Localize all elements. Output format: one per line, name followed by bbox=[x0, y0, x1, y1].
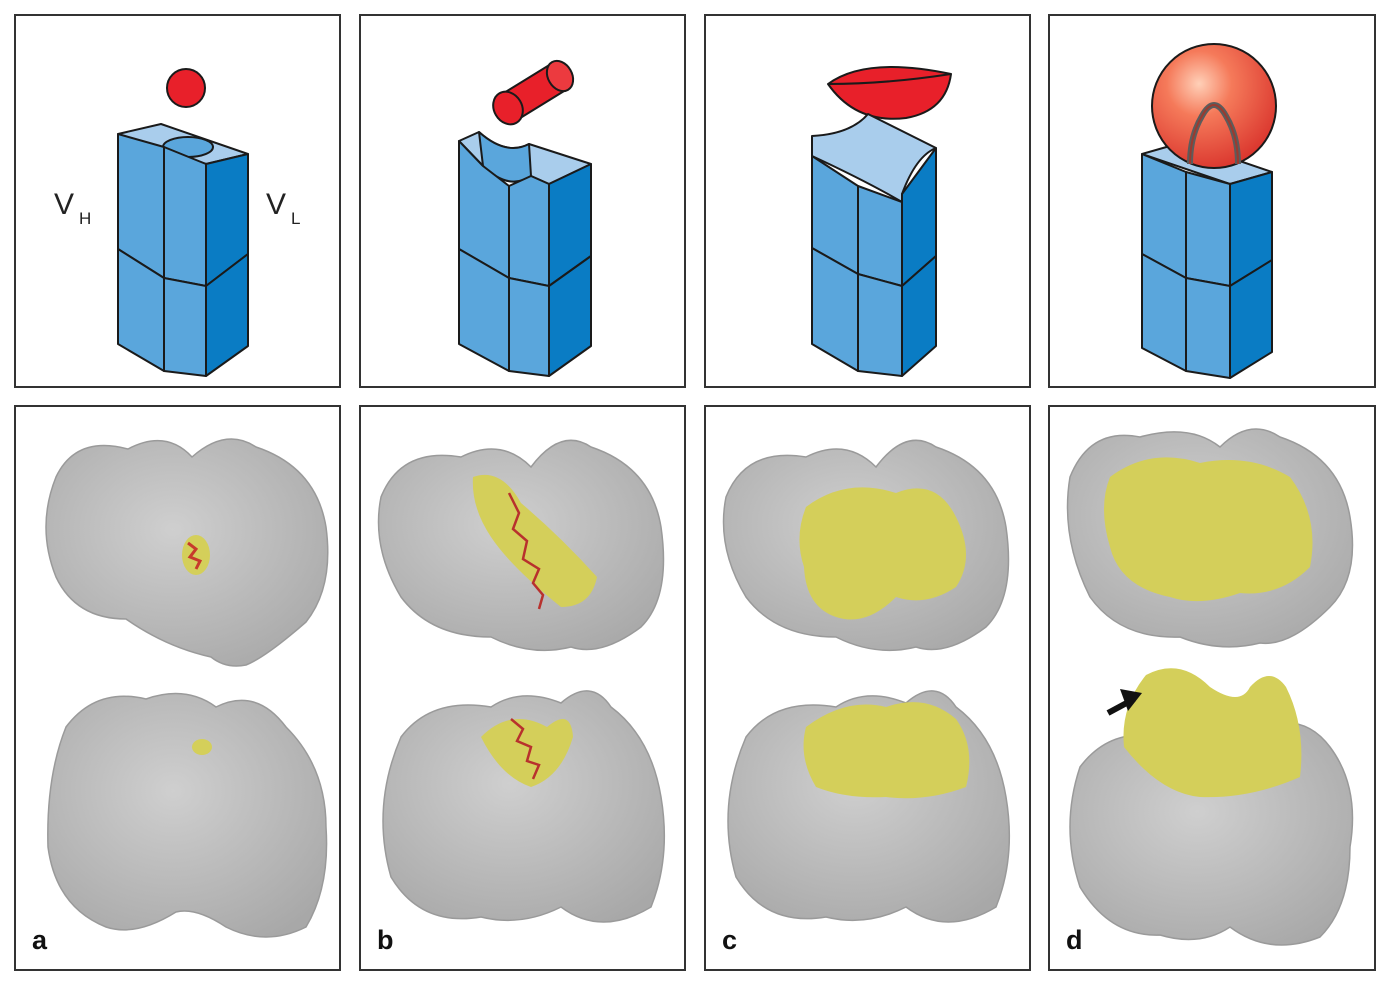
structure-panel-c: c bbox=[704, 405, 1031, 971]
ligand bbox=[510, 718, 541, 780]
structure-panel-a: a bbox=[14, 405, 341, 971]
surface-model-upper bbox=[45, 438, 329, 667]
vl-domain-upper bbox=[508, 175, 550, 287]
panel-letter-c: c bbox=[722, 925, 738, 955]
arrow-icon bbox=[1106, 689, 1142, 716]
surface-model-lower bbox=[1069, 668, 1354, 946]
vl-domain-upper bbox=[857, 185, 903, 287]
contact-site bbox=[1104, 457, 1313, 602]
surface-model-upper bbox=[1066, 428, 1354, 648]
surface-model-lower bbox=[47, 692, 328, 938]
schematic-panel-d bbox=[1048, 14, 1376, 388]
cl-side-lower bbox=[1229, 259, 1273, 379]
schematic-panel-b bbox=[359, 14, 686, 388]
panel-letter-d: d bbox=[1066, 925, 1083, 955]
ligand bbox=[187, 541, 203, 570]
vl-domain-upper bbox=[1185, 171, 1231, 287]
cl-domain-lower bbox=[163, 277, 207, 377]
antigen-small-sphere bbox=[166, 68, 206, 108]
schematic-panel-c bbox=[704, 14, 1031, 388]
contact-site bbox=[803, 702, 970, 799]
contact-site bbox=[481, 719, 573, 787]
surface-model-lower bbox=[727, 690, 1011, 923]
cl-domain-lower bbox=[508, 277, 550, 377]
contact-site bbox=[192, 739, 212, 755]
structure-panel-d: d bbox=[1048, 405, 1376, 971]
vl-domain-upper bbox=[163, 146, 207, 287]
antigen-lens bbox=[827, 65, 952, 120]
ligand bbox=[507, 492, 545, 610]
contact-site bbox=[1123, 668, 1302, 798]
surface-model-upper bbox=[722, 439, 1010, 652]
cl-domain-lower bbox=[857, 273, 903, 377]
panel-letter-b: b bbox=[377, 925, 394, 955]
cl-side-lower bbox=[205, 253, 249, 377]
surface-model-lower bbox=[382, 690, 666, 923]
antigen-cylinder bbox=[492, 59, 575, 126]
structure-panel-b: b bbox=[359, 405, 686, 971]
cl-side-lower bbox=[901, 255, 937, 377]
cl-side-lower bbox=[548, 255, 592, 377]
cl-domain-lower bbox=[1185, 277, 1231, 379]
surface-model-upper bbox=[377, 439, 665, 652]
domain-top-face bbox=[811, 113, 937, 203]
contact-site bbox=[472, 474, 597, 607]
panel-letter-a: a bbox=[32, 925, 48, 955]
contact-site bbox=[799, 487, 966, 620]
